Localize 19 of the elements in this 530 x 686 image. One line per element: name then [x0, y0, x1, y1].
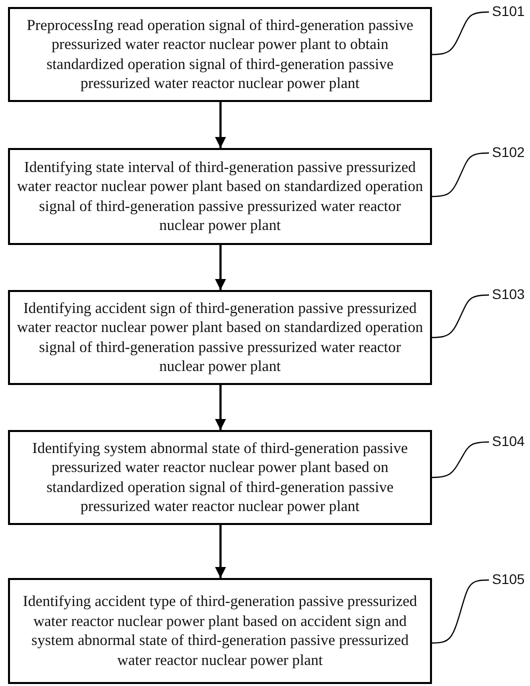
step-label: S101	[492, 3, 525, 19]
step-label: S104	[492, 433, 525, 449]
arrow	[215, 245, 226, 290]
step-label: S103	[492, 286, 525, 302]
process-box: Identifying accident type of third-generation passive pressurized water reactor nuclear power plant based on accident sign and system abnormal state of third-generation passive pressurized water reactor nuclear power plant	[8, 578, 432, 684]
process-box: Identifying state interval of third-generation passive pressurized water reactor nuclear power plant based on standardized operation signal of third-generation passive pressurized water reactor nuclear power plant	[8, 148, 432, 245]
process-box: Identifying system abnormal state of third-generation passive pressurized water reactor nuclear power plant based on standardized operation signal of third-generation passive pressurized water reactor nuclear power plant	[8, 430, 432, 525]
arrow	[215, 525, 226, 578]
leader-line	[432, 11, 490, 56]
process-box: PreprocessIng read operation signal of third-generation passive pressurized water reactor nuclear power plant to obtain standardized operation signal of third-generation passive pressurized water reactor nuclear power plant	[8, 7, 432, 102]
process-box: Identifying accident sign of third-generation passive pressurized water reactor nuclear power plant based on standardized operation signal of third-generation passive pressurized water reactor nuclear power plant	[8, 290, 432, 385]
arrow	[215, 385, 226, 430]
step-label: S102	[492, 144, 525, 160]
leader-line	[432, 579, 490, 644]
step-label: S105	[492, 571, 525, 587]
arrow	[215, 102, 226, 148]
leader-line	[432, 152, 490, 198]
leader-line	[432, 294, 490, 338]
leader-line	[432, 441, 490, 478]
